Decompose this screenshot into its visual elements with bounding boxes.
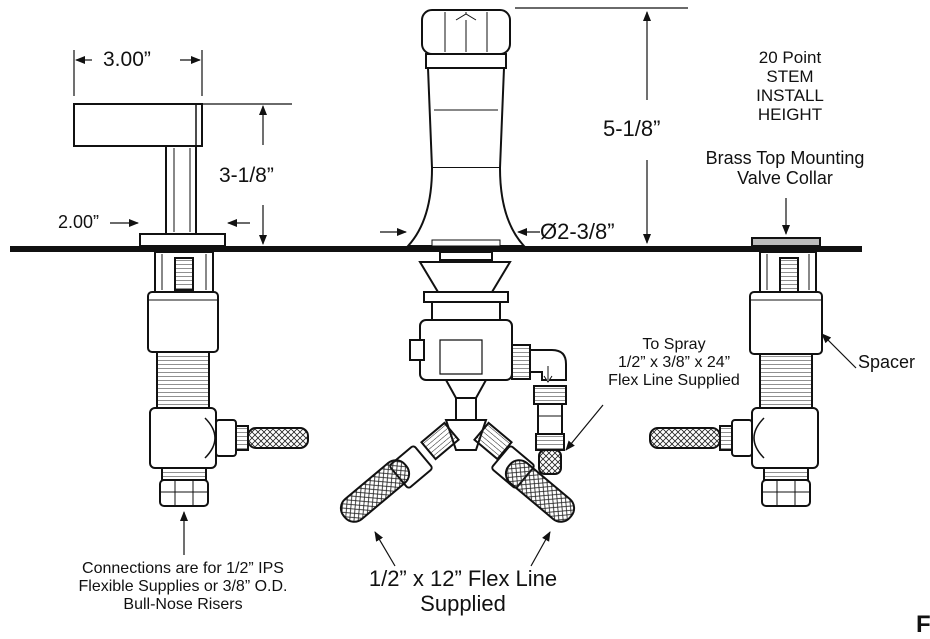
flex-note-line: Supplied (420, 590, 506, 616)
connections-note-line: Connections are for 1/2” IPS (82, 560, 284, 577)
left-handle (73, 103, 226, 247)
flex-arrow-left (374, 531, 396, 567)
stem-note-line: HEIGHT (757, 105, 823, 125)
stem-note-line: STEM (766, 67, 814, 87)
connections-note-line: Flexible Supplies or 3/8” O.D. (78, 577, 288, 595)
countertop (10, 246, 862, 252)
center-valve (339, 251, 576, 523)
spout-diameter-label: Ø2-3/8” (540, 219, 615, 244)
spout-height-label: 5-1/8” (603, 116, 661, 141)
spray-note-line: 1/2” x 3/8” x 24” (617, 353, 731, 371)
spacer-label: Spacer (858, 352, 916, 372)
spray-arrow (565, 404, 604, 451)
center-spout (405, 9, 527, 247)
left-valve (147, 251, 309, 507)
spout-dimensions (380, 7, 688, 244)
spray-note-line: Flex Line Supplied (608, 371, 740, 389)
left-handle-dimensions (73, 50, 292, 245)
stem-install-height-note: 20 Point STEM INSTALL HEIGHT (745, 48, 835, 124)
stem-note-line: INSTALL (756, 86, 824, 106)
flex-line-note: 1/2” x 12” Flex Line Supplied (343, 566, 583, 616)
handle-width-label: 3.00” (103, 48, 151, 71)
spray-note-line: To Spray (642, 336, 706, 353)
connections-note-line: Bull-Nose Risers (123, 595, 243, 613)
stem-note-line: 20 Point (758, 48, 822, 67)
flex-arrow-right (530, 531, 551, 567)
flex-note-line: 1/2” x 12” Flex Line (368, 566, 558, 591)
handle-height-label: 3-1/8” (219, 164, 274, 187)
connections-note: Connections are for 1/2” IPS Flexible Su… (52, 560, 314, 614)
valve-collar-note: Brass Top Mounting Valve Collar (680, 148, 890, 188)
collar-note-line: Brass Top Mounting (705, 148, 865, 168)
collar-note-line: Valve Collar (737, 168, 833, 189)
corner-text-fragment: F (916, 611, 930, 638)
spacer-arrow (821, 333, 857, 369)
right-valve (649, 237, 823, 507)
handle-base-label: 2.00” (58, 212, 100, 232)
spray-line-note: To Spray 1/2” x 3/8” x 24” Flex Line Sup… (584, 336, 764, 390)
